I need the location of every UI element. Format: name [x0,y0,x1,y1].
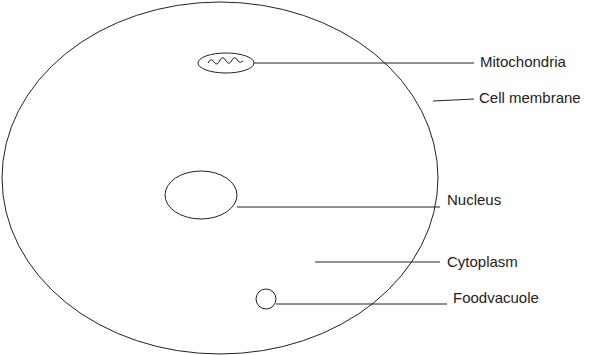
leader-line [433,99,474,101]
part-label: Cytoplasm [447,253,518,271]
part-label: Foodvacuole [453,289,539,307]
leader-line [254,63,474,64]
part-label: Mitochondria [480,53,566,71]
leader-line [315,262,440,263]
part-label: Nucleus [447,191,501,209]
mitochondria-shape [198,53,254,73]
cell-membrane-outline [2,2,438,354]
leader-line [276,304,447,305]
nucleus-shape [165,171,237,219]
food-vacuole-shape [256,289,276,309]
leader-line [237,207,440,208]
part-label: Cell membrane [479,89,581,107]
mitochondria-cristae [208,58,243,64]
